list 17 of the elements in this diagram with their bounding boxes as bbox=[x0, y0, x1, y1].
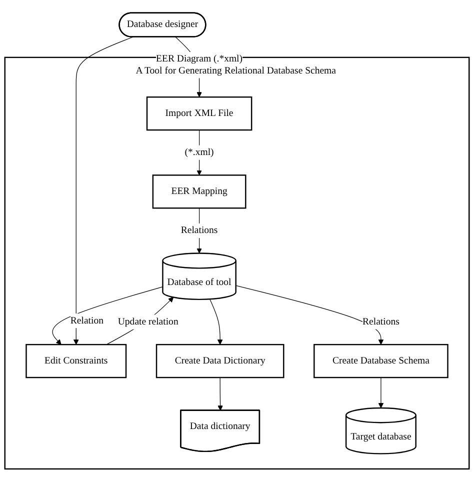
edge-label: Update relation bbox=[118, 316, 178, 326]
edge-label: EER Diagram (.*xml) bbox=[156, 53, 243, 64]
edge-label: Relations bbox=[362, 316, 400, 326]
edge-label: Relation bbox=[70, 314, 104, 326]
arrow bbox=[218, 376, 223, 410]
arrow bbox=[210, 298, 223, 344]
node-box: EER Mapping bbox=[152, 174, 246, 208]
node-box: Create Database Schema bbox=[314, 344, 448, 378]
arrow bbox=[73, 36, 134, 344]
edge-label: (*.xml) bbox=[184, 146, 214, 158]
edge-label: Relations bbox=[180, 224, 218, 236]
node-box: Import XML File bbox=[146, 96, 252, 130]
node-box: Edit Constraints bbox=[26, 344, 127, 378]
arrow bbox=[52, 286, 164, 344]
arrow bbox=[236, 284, 384, 344]
node-box: Create Data Dictionary bbox=[156, 344, 284, 378]
arrow bbox=[378, 376, 384, 408]
